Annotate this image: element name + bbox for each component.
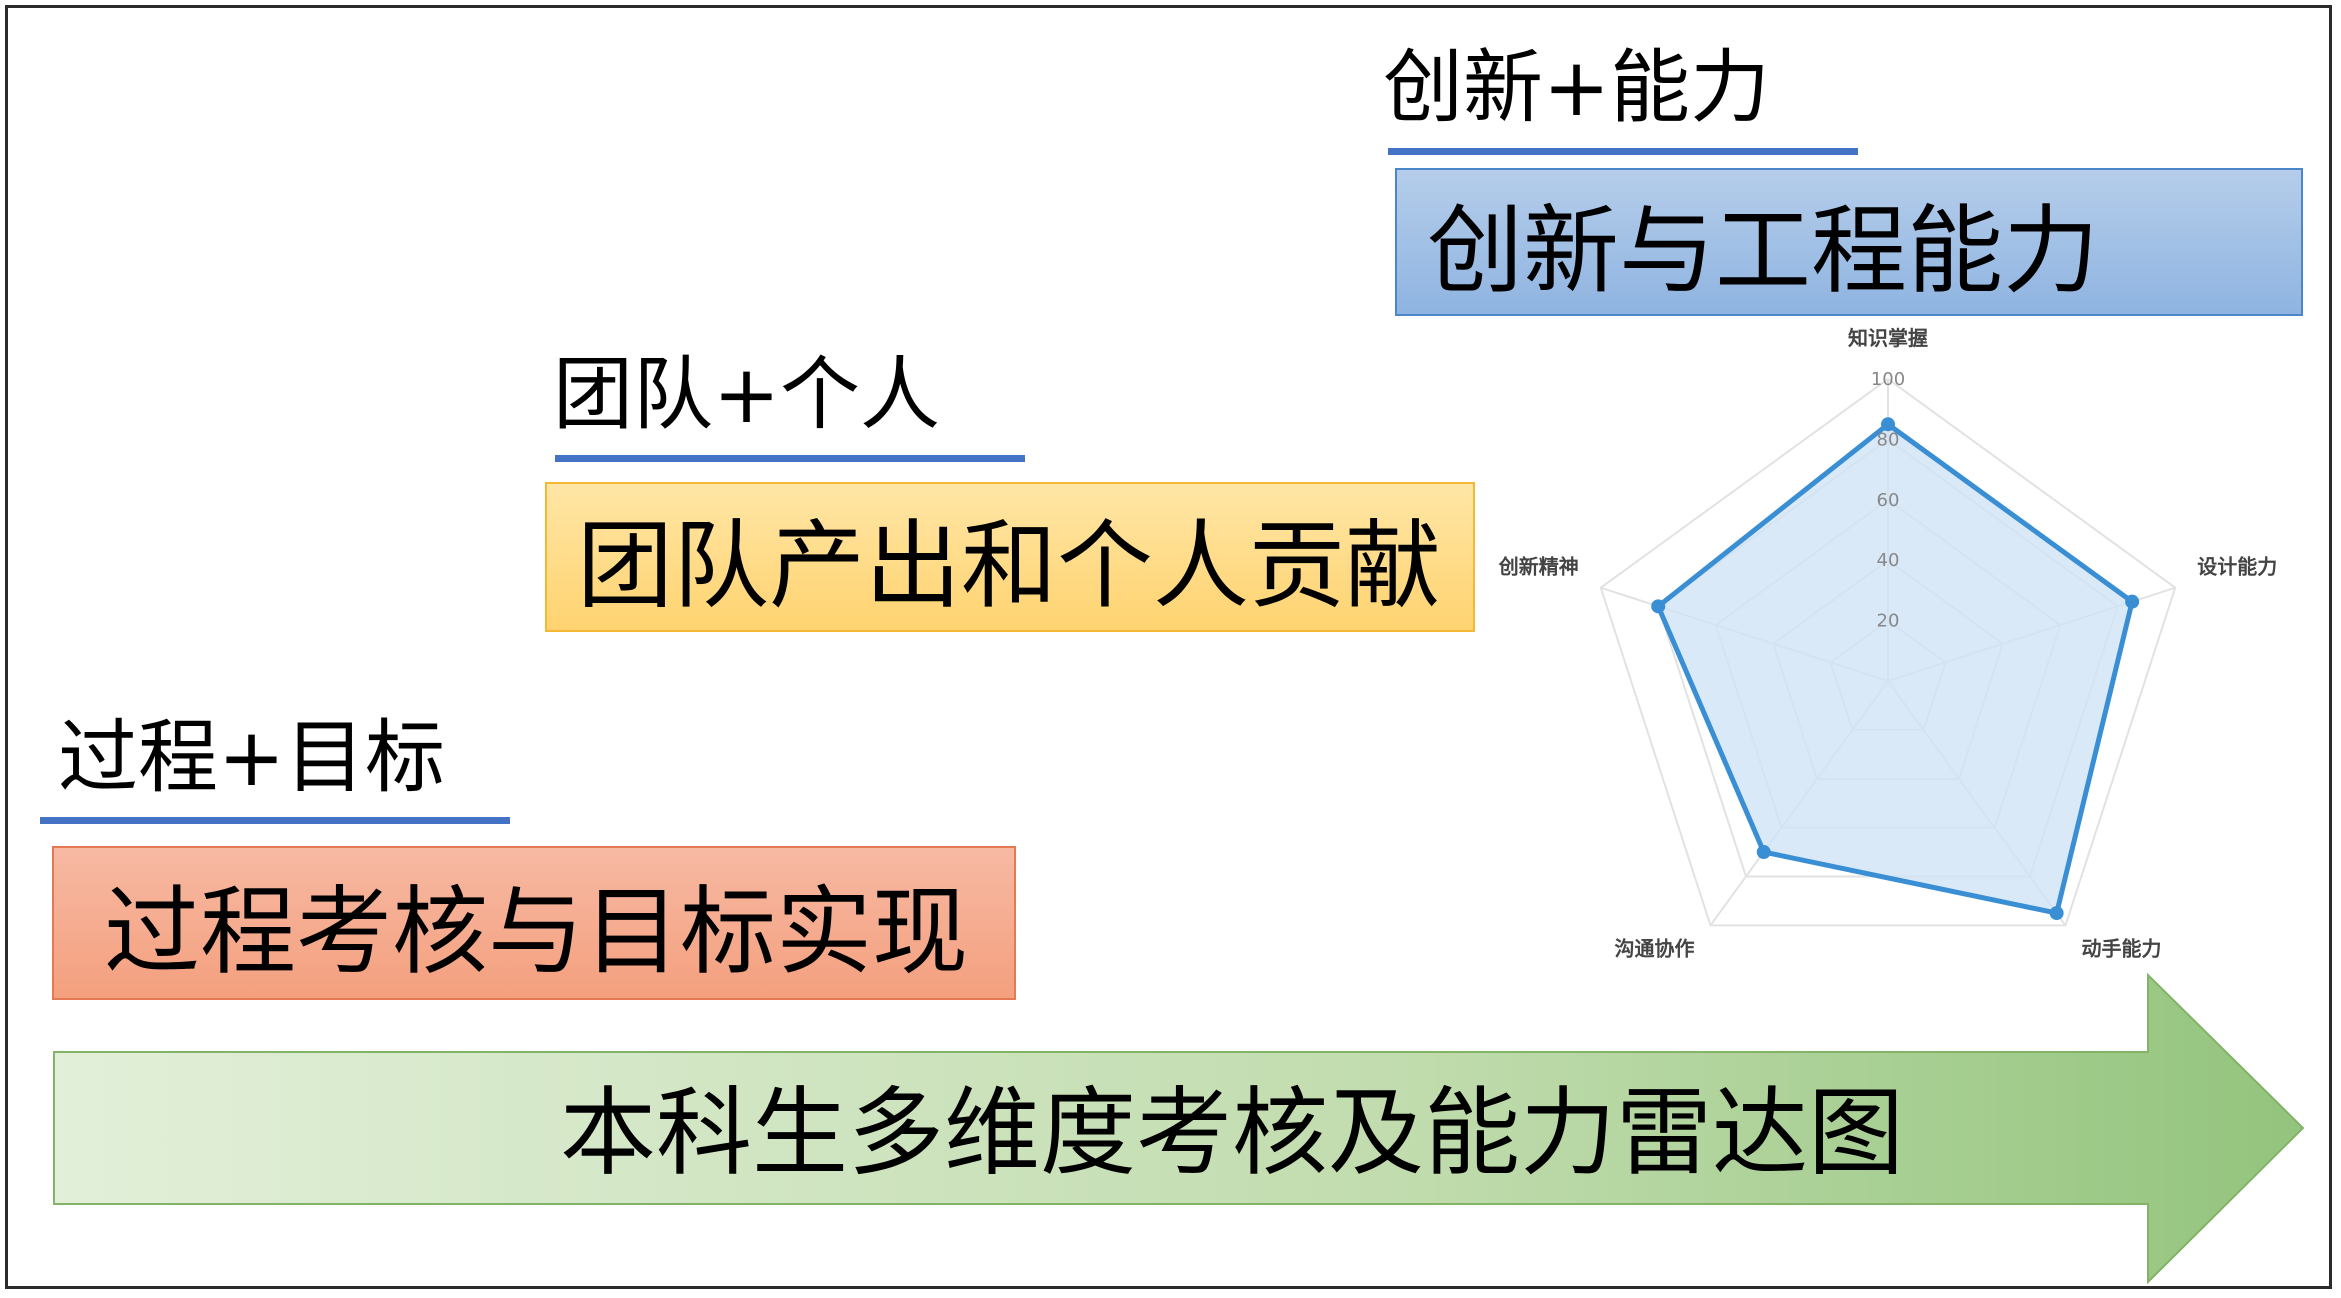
radar-point bbox=[2125, 594, 2140, 609]
radar-axis-label: 设计能力 bbox=[2197, 555, 2277, 579]
radar-tick-label: 100 bbox=[1871, 369, 1905, 390]
radar-grid-ring bbox=[1599, 377, 2177, 927]
radar-point bbox=[1881, 417, 1895, 432]
process-box: 过程考核与目标实现 bbox=[52, 846, 1016, 1000]
team-box: 团队产出和个人贡献 bbox=[545, 482, 1475, 632]
radar-tick-label: 40 bbox=[1877, 550, 1900, 571]
innovation-box-label: 创新与工程能力 bbox=[1427, 194, 2099, 307]
radar-point bbox=[1756, 845, 1771, 860]
radar-axis-label: 沟通协作 bbox=[1614, 936, 1694, 960]
heading-team: 团队+个人 bbox=[553, 348, 941, 441]
radar-axis-label: 知识掌握 bbox=[1848, 326, 1928, 350]
innovation-box: 创新与工程能力 bbox=[1395, 168, 2303, 316]
heading-innovation: 创新+能力 bbox=[1383, 41, 1771, 134]
heading-innovation-underline bbox=[1388, 148, 1858, 155]
heading-process-underline bbox=[40, 817, 510, 824]
radar-axis-label: 动手能力 bbox=[2082, 936, 2162, 960]
radar-tick-label: 80 bbox=[1877, 429, 1900, 450]
team-box-label: 团队产出和个人贡献 bbox=[577, 509, 1441, 622]
arrow-label: 本科生多维度考核及能力雷达图 bbox=[560, 1077, 1904, 1189]
process-box-label: 过程考核与目标实现 bbox=[104, 875, 968, 988]
heading-process: 过程+目标 bbox=[58, 711, 446, 804]
radar-tick-label: 20 bbox=[1877, 611, 1900, 632]
radar-point bbox=[2049, 906, 2064, 921]
radar-series-area bbox=[1655, 421, 2135, 916]
radar-series bbox=[1651, 417, 2140, 921]
radar-point bbox=[1651, 599, 1666, 614]
radar-tick-label: 60 bbox=[1877, 490, 1900, 511]
heading-team-underline bbox=[555, 455, 1025, 462]
radar-axis-label: 创新精神 bbox=[1498, 555, 1579, 579]
progress-arrow-shape bbox=[53, 972, 2305, 1285]
